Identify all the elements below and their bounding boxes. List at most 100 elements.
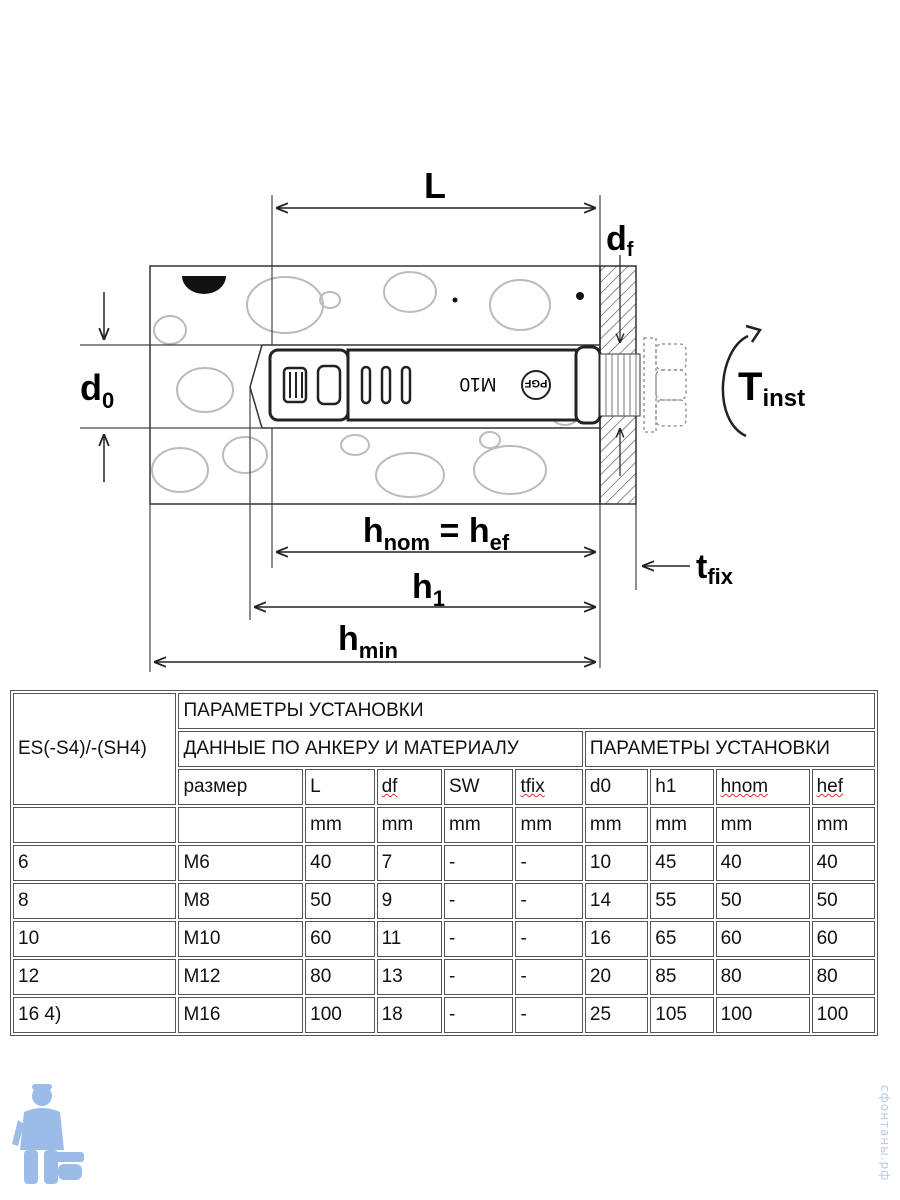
- table-cell: -: [444, 883, 514, 919]
- watermark: сфонтаны.рф: [878, 1085, 892, 1182]
- table-header-row-1: ES(-S4)/-(SH4) ПАРАМЕТРЫ УСТАНОВКИ: [13, 693, 875, 805]
- table-cell: M8: [178, 883, 304, 919]
- table-row: 6 M6 40 7 - - 10 45 40 40: [13, 845, 875, 881]
- table-cell: 40: [811, 845, 875, 881]
- col-d0: d0: [584, 769, 649, 805]
- units-cell: mm: [584, 807, 649, 843]
- table-units-row: mm mm mm mm mm mm mm mm: [13, 807, 875, 843]
- dimension-hnom: hnom = hef: [271, 428, 601, 668]
- table-header-row-2: ДАННЫЕ ПО АНКЕРУ И МАТЕРИАЛУ ПАРАМЕТРЫ У…: [13, 731, 875, 767]
- table-row: 16 4) M16 100 18 - - 25 105 100 100: [13, 997, 875, 1033]
- table-cell: 60: [305, 921, 375, 957]
- label-h1: h1: [412, 568, 445, 611]
- table-row: 8 M8 50 9 - - 14 55 50 50: [13, 883, 875, 919]
- units-cell: mm: [305, 807, 375, 843]
- table-cell: 12: [13, 959, 177, 995]
- dimension-df: df: [606, 220, 634, 476]
- label-L: L: [424, 165, 446, 206]
- table-cell: 80: [715, 959, 810, 995]
- table-cell: 16: [584, 921, 649, 957]
- col-size: размер: [178, 769, 304, 805]
- table-cell: 80: [811, 959, 875, 995]
- table-cell: 6: [13, 845, 177, 881]
- table-cell: 40: [305, 845, 375, 881]
- table-cell: 18: [376, 997, 442, 1033]
- spec-table: ES(-S4)/-(SH4) ПАРАМЕТРЫ УСТАНОВКИ ДАННЫ…: [10, 690, 878, 1036]
- label-d0: d0: [80, 367, 114, 413]
- drill-hole: [249, 344, 600, 429]
- table-cell: 50: [811, 883, 875, 919]
- table-cell: 8: [13, 883, 177, 919]
- anchor-bolt: PGF M10: [268, 337, 687, 433]
- units-cell: mm: [376, 807, 442, 843]
- table-cell: -: [515, 997, 583, 1033]
- plumber-mascot-logo: [12, 1084, 84, 1184]
- label-hnom-hef: hnom = hef: [363, 512, 510, 555]
- table-column-headers: размер L df SW tfix d0 h1 hnom hef: [13, 769, 875, 805]
- dimension-d0: d0: [80, 292, 262, 482]
- table-cell: -: [444, 959, 514, 995]
- logo-text: PGF: [524, 377, 547, 389]
- col-h1: h1: [650, 769, 714, 805]
- units-cell: mm: [715, 807, 810, 843]
- dimension-L: L: [271, 165, 601, 345]
- units-cell: mm: [811, 807, 875, 843]
- units-cell: mm: [444, 807, 514, 843]
- table-cell: -: [515, 921, 583, 957]
- table-cell: 105: [650, 997, 714, 1033]
- table-cell: 7: [376, 845, 442, 881]
- table-cell: 50: [715, 883, 810, 919]
- table-cell: 100: [811, 997, 875, 1033]
- label-tfix: tfix: [696, 548, 734, 589]
- pgf-logo: [521, 370, 551, 400]
- units-cell: [13, 807, 177, 843]
- table-cell: 50: [305, 883, 375, 919]
- col-SW: SW: [444, 769, 514, 805]
- table-cell: 13: [376, 959, 442, 995]
- table-cell: 40: [715, 845, 810, 881]
- dimension-tfix: tfix: [635, 504, 734, 590]
- table-cell: M16: [178, 997, 304, 1033]
- table-cell: 55: [650, 883, 714, 919]
- table-cell: 80: [305, 959, 375, 995]
- table-cell: 10: [584, 845, 649, 881]
- table-cell: 25: [584, 997, 649, 1033]
- col-tfix: tfix: [515, 769, 583, 805]
- torque-symbol: Tinst: [721, 324, 805, 438]
- table-cell: 85: [650, 959, 714, 995]
- table-cell: -: [515, 883, 583, 919]
- anchor-marking: M10: [460, 373, 497, 394]
- subgroup-install: ПАРАМЕТРЫ УСТАНОВКИ: [584, 731, 875, 767]
- units-cell: mm: [650, 807, 714, 843]
- dimension-hmin: hmin: [149, 504, 596, 672]
- table-cell: M6: [178, 845, 304, 881]
- table-cell: 10: [13, 921, 177, 957]
- table-cell: 60: [811, 921, 875, 957]
- row-label-header: ES(-S4)/-(SH4): [13, 693, 177, 805]
- col-hef: hef: [811, 769, 875, 805]
- table-cell: 100: [715, 997, 810, 1033]
- table-cell: 11: [376, 921, 442, 957]
- table-row: 10 M10 60 11 - - 16 65 60 60: [13, 921, 875, 957]
- col-hnom: hnom: [715, 769, 810, 805]
- table-cell: M10: [178, 921, 304, 957]
- table-cell: -: [515, 845, 583, 881]
- label-hmin: hmin: [338, 620, 398, 663]
- table-cell: 100: [305, 997, 375, 1033]
- table-cell: -: [515, 959, 583, 995]
- table-cell: -: [444, 845, 514, 881]
- anchor-installation-diagram: PGF M10 L df d0: [80, 165, 805, 672]
- table-cell: 9: [376, 883, 442, 919]
- label-df: df: [606, 220, 634, 261]
- header-group: ПАРАМЕТРЫ УСТАНОВКИ: [178, 693, 875, 729]
- units-cell: mm: [515, 807, 583, 843]
- table-cell: 20: [584, 959, 649, 995]
- table-cell: 45: [650, 845, 714, 881]
- table-cell: 16 4): [13, 997, 177, 1033]
- col-df: df: [376, 769, 442, 805]
- units-cell: [178, 807, 304, 843]
- table-cell: -: [444, 997, 514, 1033]
- dimension-h1: h1: [249, 387, 596, 620]
- label-tinst: Tinst: [738, 365, 805, 412]
- table-cell: 65: [650, 921, 714, 957]
